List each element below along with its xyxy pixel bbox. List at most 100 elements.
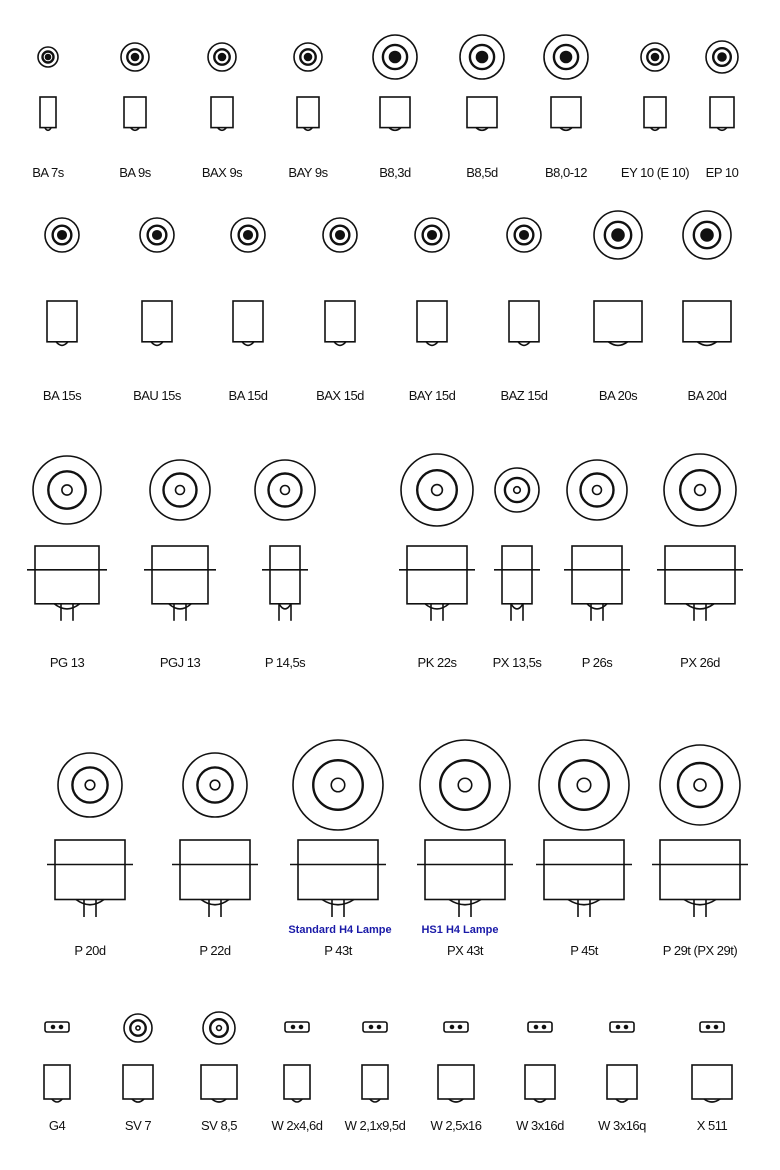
side-view-icon xyxy=(564,545,630,621)
lamp-base-label: BA 20d xyxy=(687,388,727,403)
lamp-base-drawing xyxy=(372,34,418,132)
lamp-base-drawing xyxy=(691,1021,733,1103)
side-view-icon xyxy=(437,1064,475,1103)
side-view-icon xyxy=(324,300,356,347)
lamp-base-label: PX 13,5s xyxy=(492,655,542,670)
side-view-icon xyxy=(122,1064,154,1103)
lamp-base-drawing xyxy=(200,1011,238,1103)
side-view-icon xyxy=(232,300,264,347)
side-view-icon xyxy=(494,545,540,621)
lamp-base-drawing xyxy=(524,1021,556,1103)
top-view-icon xyxy=(659,744,741,826)
lamp-base-drawing xyxy=(640,42,670,132)
lamp-base-drawing xyxy=(564,459,630,621)
side-view-icon xyxy=(682,300,732,347)
top-view-icon xyxy=(292,739,384,831)
lamp-base-drawing xyxy=(144,459,216,621)
side-view-icon xyxy=(508,300,540,347)
side-view-icon xyxy=(550,96,582,132)
top-view-icon xyxy=(663,453,737,527)
top-view-icon xyxy=(32,455,102,525)
side-view-icon xyxy=(536,839,632,917)
lamp-base-label: BA 15d xyxy=(228,388,268,403)
lamp-base-drawing xyxy=(361,1021,389,1103)
lamp-base-drawing xyxy=(414,217,450,347)
lamp-base-drawing xyxy=(120,42,150,132)
side-view-icon xyxy=(657,545,743,621)
standard-h4-note: Standard H4 Lampe xyxy=(288,924,392,936)
lamp-base-drawing xyxy=(399,453,475,621)
top-view-icon xyxy=(284,1021,310,1033)
side-view-icon xyxy=(144,545,216,621)
lamp-base-label: P 29t (PX 29t) xyxy=(662,943,738,958)
lamp-base-label: BAX 15d xyxy=(316,388,364,403)
lamp-base-label: BA 9s xyxy=(119,165,151,180)
top-view-icon xyxy=(527,1021,553,1033)
lamp-base-label: SV 7 xyxy=(124,1118,152,1133)
lamp-base-label: PG 13 xyxy=(49,655,85,670)
lamp-base-drawing xyxy=(506,217,542,347)
side-view-icon xyxy=(27,545,107,621)
top-view-icon xyxy=(362,1021,388,1033)
side-view-icon xyxy=(47,839,133,917)
top-view-icon xyxy=(699,1021,725,1033)
lamp-base-label: BAY 9s xyxy=(288,165,328,180)
top-view-icon xyxy=(682,210,732,260)
side-view-icon xyxy=(46,300,78,347)
top-view-icon xyxy=(506,217,542,253)
lamp-base-drawing xyxy=(459,34,505,132)
top-view-icon xyxy=(44,1021,70,1033)
lamp-base-label: W 3x16d xyxy=(516,1118,564,1133)
lamp-base-label: PGJ 13 xyxy=(159,655,201,670)
side-view-icon xyxy=(593,300,643,347)
side-view-icon xyxy=(643,96,667,132)
top-view-icon xyxy=(705,40,739,74)
lamp-base-drawing xyxy=(230,217,266,347)
lamp-base-label: W 2,5x16 xyxy=(430,1118,482,1133)
top-view-icon xyxy=(400,453,474,527)
side-view-icon xyxy=(283,1064,311,1103)
lamp-base-label: P 22d xyxy=(199,943,231,958)
hs1-h4-note: HS1 H4 Lampe xyxy=(421,924,499,936)
top-view-icon xyxy=(139,217,175,253)
top-view-icon xyxy=(459,34,505,80)
lamp-base-drawing xyxy=(417,739,513,917)
lamp-base-drawing xyxy=(593,210,643,347)
lamp-base-label: W 3x16q xyxy=(598,1118,646,1133)
lamp-base-drawing xyxy=(37,46,59,132)
top-view-icon xyxy=(372,34,418,80)
top-view-icon xyxy=(37,46,59,68)
side-view-icon xyxy=(379,96,411,132)
lamp-base-drawing xyxy=(122,1013,154,1103)
lamp-base-label: BA 15s xyxy=(42,388,82,403)
side-view-icon xyxy=(290,839,386,917)
top-view-icon xyxy=(120,42,150,72)
lamp-base-drawing xyxy=(494,467,540,621)
lamp-base-label: BAZ 15d xyxy=(500,388,548,403)
side-view-icon xyxy=(709,96,735,132)
lamp-base-label: EP 10 xyxy=(705,165,739,180)
lamp-base-label: EY 10 (E 10) xyxy=(620,165,690,180)
top-view-icon xyxy=(254,459,316,521)
side-view-icon xyxy=(416,300,448,347)
lamp-base-label: BA 20s xyxy=(598,388,638,403)
side-view-icon xyxy=(417,839,513,917)
top-view-icon xyxy=(609,1021,635,1033)
side-view-icon xyxy=(361,1064,389,1103)
side-view-icon xyxy=(262,545,308,621)
lamp-base-label: P 14,5s xyxy=(264,655,306,670)
top-view-icon xyxy=(230,217,266,253)
lamp-base-label: W 2x4,6d xyxy=(271,1118,323,1133)
lamp-base-label: B8,0-12 xyxy=(544,165,588,180)
side-view-icon xyxy=(123,96,147,132)
top-view-icon xyxy=(543,34,589,80)
lamp-base-label: W 2,1x9,5d xyxy=(344,1118,406,1133)
top-view-icon xyxy=(207,42,237,72)
top-view-icon xyxy=(640,42,670,72)
lamp-base-label: P 26s xyxy=(581,655,613,670)
side-view-icon xyxy=(43,1064,71,1103)
side-view-icon xyxy=(466,96,498,132)
lamp-base-drawing xyxy=(543,34,589,132)
lamp-base-drawing xyxy=(139,217,175,347)
lamp-base-label: BAX 9s xyxy=(201,165,243,180)
